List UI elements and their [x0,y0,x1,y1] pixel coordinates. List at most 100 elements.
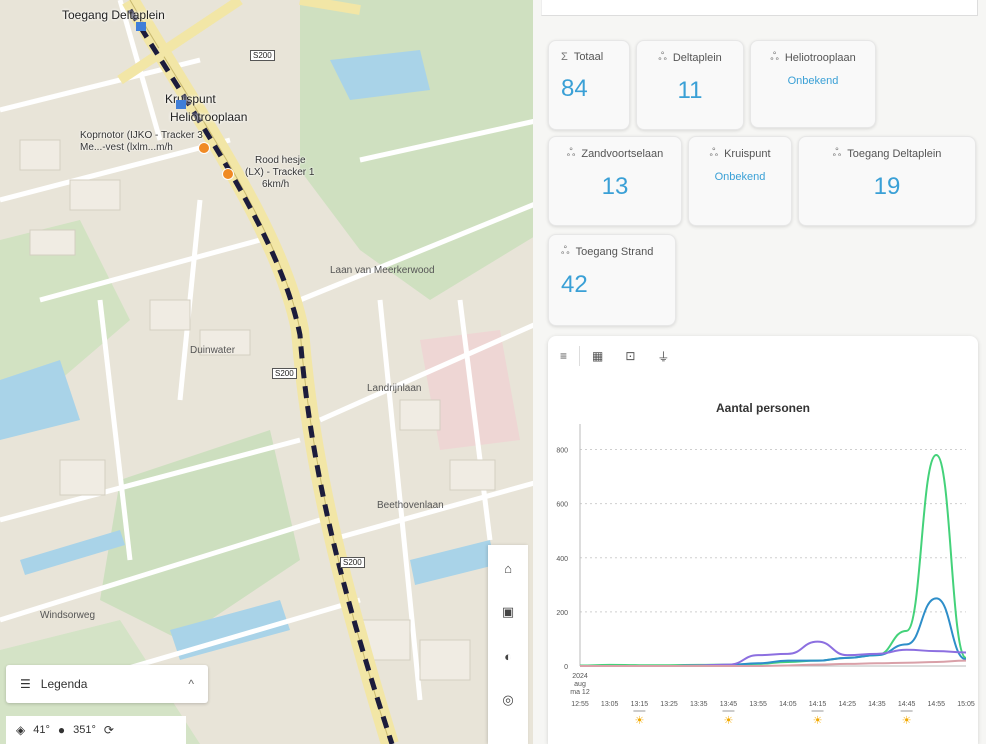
compass-icon[interactable]: ● [57,723,66,737]
stat-card-header: ஃ Heliotrooplaan [763,51,863,65]
x-tick-label: 15:05 [957,701,975,708]
chevron-up-icon[interactable]: ^ [188,677,194,691]
road-shield: S200 [272,368,297,379]
map-label: Duinwater [190,345,236,356]
map-label: Toegang Deltaplein [62,8,165,22]
toolbar-divider [579,346,581,366]
map-toolbar: ⌂ ▣ ◐ ◎ [488,545,528,744]
people-icon: ஃ [770,51,779,63]
menu-icon[interactable]: ≡ [560,349,568,363]
home-icon[interactable]: ⌂ [504,560,512,576]
contrast-icon[interactable]: ◐ [504,648,512,664]
x-tick-label: 13:15 [631,701,649,708]
stat-card-value: 11 [677,77,703,104]
map-label: (LX) - Tracker 1 [245,167,315,178]
x-tick-label: 14:55 [928,701,946,708]
map-label: Beethovenlaan [377,500,444,511]
stat-card-label: Deltaplein [672,52,722,64]
legend-panel[interactable]: ☰ Legenda ^ [6,665,208,703]
tracker-3-marker[interactable] [198,142,210,154]
x-tick-label: 14:35 [868,701,886,708]
stat-card-label: Kruispunt [724,148,771,160]
y-tick-label: 800 [556,448,568,455]
map-label: Windsorweg [40,610,96,621]
x-tick-label: 13:55 [749,701,767,708]
people-icon: ஃ [561,245,570,257]
stat-card-toegang-strand[interactable]: ஃ Toegang Strand 42 [548,234,676,326]
layers-icon[interactable]: ▣ [501,604,515,619]
people-icon: ஃ [832,147,842,159]
stat-card-value: 13 [601,173,629,200]
sun-icon: ☀ [634,714,644,727]
table-view-icon[interactable]: ▦ [592,349,604,363]
map-label: Kruispunt [165,92,216,106]
x-tick-label: 13:05 [601,701,619,708]
top-card-edge [541,0,978,16]
map-label: Rood hesje [255,155,306,166]
stat-card-header: ஃ Toegang Strand [561,245,663,259]
pitch-value: 41° [33,724,50,736]
y-tick-label: 200 [556,610,568,617]
x-tick-label: 14:05 [779,701,797,708]
map-label: Landrijnlaan [367,383,422,394]
x-date-label: ma 12 [570,689,590,696]
chart-title: Aantal personen [716,401,810,415]
rotate-icon[interactable]: ⟳ [103,723,114,737]
stat-card-header: ஃ Deltaplein [649,51,731,65]
map-label: Laan van Meerkerwood [330,265,435,276]
x-tick-label: 14:45 [898,701,916,708]
tracker-1-marker[interactable] [222,168,234,180]
x-tick-label: 13:45 [720,701,738,708]
y-tick-label: 600 [556,502,568,509]
map-label: Koprnotor (IJKO - Tracker 3 [80,130,203,141]
x-tick-label: 13:35 [690,701,708,708]
sigma-icon: Σ [561,51,568,63]
sun-icon: ☀ [813,714,823,727]
cube-icon[interactable]: ◈ [16,723,26,737]
x-tick-label: 14:15 [809,701,827,708]
people-icon: ஃ [566,147,576,159]
location-marker-kruispunt[interactable] [176,100,186,109]
map-label: Heliotrooplaan [170,110,248,124]
map-label: Me...-vest (lxlm...m/h [80,142,173,153]
x-tick-label: 14:25 [838,701,856,708]
series-line-1 [579,453,967,667]
sun-icon: ☀ [902,714,912,727]
sun-icon: ☀ [724,714,734,727]
image-export-icon[interactable]: ⊡ [625,349,636,363]
x-tick-label: 13:25 [660,701,678,708]
bearing-value: 351° [73,724,96,736]
map-base [0,0,545,744]
stat-card-label: Toegang Strand [575,246,654,258]
road-shield: S200 [250,50,275,61]
y-tick-label: 400 [556,556,568,563]
y-tick-label: 0 [564,664,568,671]
stat-card-header: ஃ Toegang Deltaplein [811,147,963,161]
stat-card-label: Heliotrooplaan [784,52,856,64]
stat-card-label: Toegang Deltaplein [847,148,942,160]
stat-card-header: Σ Totaal [561,51,617,63]
location-marker-toegang-deltaplein[interactable] [136,22,146,31]
map-status-bar: ◈ 41° ● 351° ⟳ [6,716,186,744]
stat-card-value: 42 [561,271,588,298]
download-icon[interactable]: ⏚ [657,349,670,364]
list-icon: ☰ [20,677,31,691]
legend-label: Legenda [40,677,88,691]
camera-icon[interactable]: ◎ [502,692,514,707]
stat-card-deltaplein[interactable]: ஃ Deltaplein 11 [636,40,744,130]
stat-card-label: Totaal [573,51,604,63]
stat-card-value: Onbekend [787,75,839,87]
x-tick-label: 12:55 [571,701,589,708]
series-line-4 [580,659,967,667]
people-icon: ஃ [658,51,667,63]
